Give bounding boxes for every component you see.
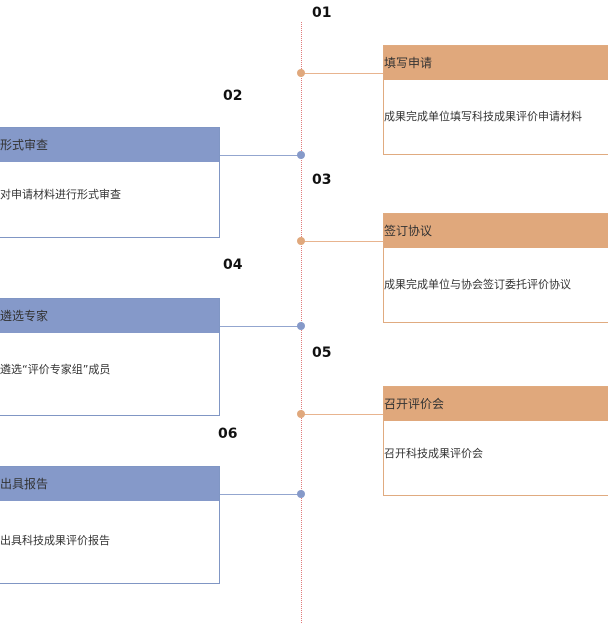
timeline-dot-05 (297, 410, 305, 418)
step-title-03: 签订协议 (384, 214, 608, 248)
connector-03 (301, 241, 384, 242)
step-number-05: 05 (312, 345, 332, 361)
step-title-01: 填写申请 (384, 46, 608, 80)
connector-02 (220, 155, 302, 156)
step-title-04: 遴选专家 (0, 299, 219, 333)
step-card-01: 填写申请 成果完成单位填写科技成果评价申请材料 (383, 45, 608, 155)
step-card-03: 签订协议 成果完成单位与协会签订委托评价协议 (383, 213, 608, 323)
timeline-dot-01 (297, 69, 305, 77)
step-card-05: 召开评价会 召开科技成果评价会 (383, 386, 608, 496)
step-number-04: 04 (223, 257, 243, 273)
step-desc-03: 成果完成单位与协会签订委托评价协议 (384, 278, 571, 291)
step-number-06: 06 (218, 426, 238, 442)
timeline-dot-02 (297, 151, 305, 159)
step-desc-02: 对申请材料进行形式审查 (0, 188, 121, 201)
timeline-dot-04 (297, 322, 305, 330)
timeline-dot-03 (297, 237, 305, 245)
timeline-dot-06 (297, 490, 305, 498)
step-card-06: 出具报告 出具科技成果评价报告 (0, 466, 220, 584)
step-desc-06: 出具科技成果评价报告 (0, 534, 110, 547)
connector-06 (220, 494, 302, 495)
step-card-02: 形式审查 对申请材料进行形式审查 (0, 127, 220, 238)
connector-05 (301, 414, 384, 415)
step-title-05: 召开评价会 (384, 387, 608, 421)
step-desc-05: 召开科技成果评价会 (384, 447, 483, 460)
step-title-02: 形式审查 (0, 128, 219, 162)
step-title-06: 出具报告 (0, 467, 219, 501)
step-number-03: 03 (312, 172, 332, 188)
step-desc-04: 遴选“评价专家组”成员 (0, 363, 111, 376)
step-card-04: 遴选专家 遴选“评价专家组”成员 (0, 298, 220, 416)
step-desc-01: 成果完成单位填写科技成果评价申请材料 (384, 110, 582, 123)
connector-04 (220, 326, 302, 327)
step-number-02: 02 (223, 88, 243, 104)
connector-01 (301, 73, 384, 74)
step-number-01: 01 (312, 5, 332, 21)
